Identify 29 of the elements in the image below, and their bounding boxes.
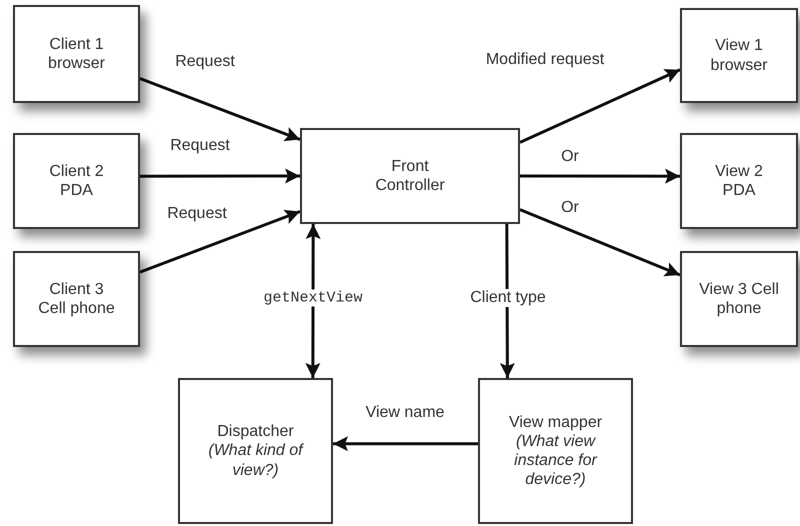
view-box xyxy=(680,8,798,103)
node-note: (What kind of view?) xyxy=(207,441,305,480)
node-title: Client 3 Cell phone xyxy=(37,280,116,318)
dispatcher-box xyxy=(178,378,333,524)
view-box xyxy=(680,133,798,229)
node-title: Client 2 PDA xyxy=(48,162,105,200)
node-note: (What view instance for device?) xyxy=(513,432,598,490)
node-title: View mapper xyxy=(508,412,602,432)
arrow xyxy=(139,77,301,142)
node-title: Client 1 browser xyxy=(47,34,106,74)
node-title: View 1 browser xyxy=(710,36,768,75)
arrow xyxy=(139,210,301,274)
arrow xyxy=(333,436,478,452)
arrow xyxy=(519,208,681,276)
mapper-box xyxy=(478,378,633,524)
arrow xyxy=(520,168,680,184)
node-title: Front Controller xyxy=(374,156,446,196)
arrow xyxy=(500,224,515,378)
arrow xyxy=(519,68,681,144)
node-title: View 2 PDA xyxy=(714,162,764,200)
arrow xyxy=(140,168,300,184)
node-title: View 3 Cell phone xyxy=(699,280,779,318)
view-box xyxy=(680,251,798,347)
client-box xyxy=(13,251,140,347)
client-box xyxy=(13,5,140,103)
arrow xyxy=(305,224,321,378)
client-box xyxy=(13,133,140,229)
node-title: Dispatcher xyxy=(217,422,294,442)
controller-box xyxy=(300,128,520,224)
